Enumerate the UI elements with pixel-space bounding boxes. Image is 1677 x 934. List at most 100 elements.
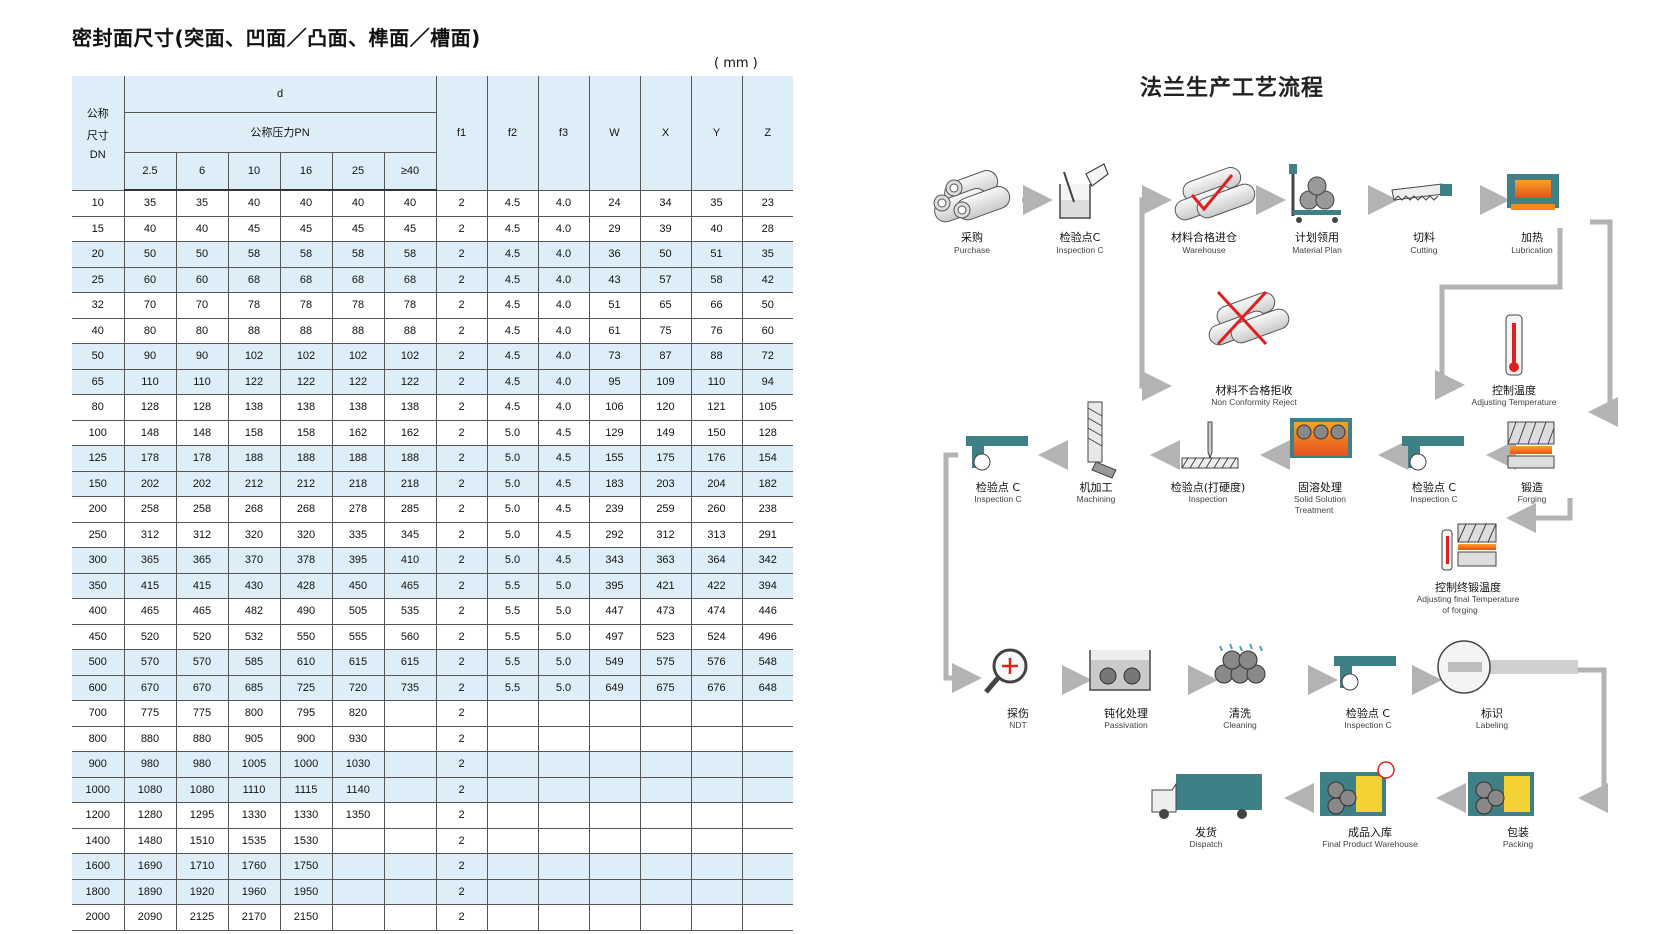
table-cell: 2 [436, 394, 488, 421]
table-cell: 4.5 [487, 343, 539, 370]
table-cell [640, 700, 692, 727]
table-cell: 45 [384, 216, 437, 242]
caliper-icon [1402, 436, 1464, 471]
table-cell: 102 [228, 343, 281, 370]
table-cell [589, 853, 641, 880]
table-cell: 482 [228, 598, 281, 625]
table-cell: 4.5 [538, 420, 590, 446]
table-cell [384, 904, 437, 931]
table-cell: 88 [332, 318, 385, 344]
table-cell: 800 [228, 700, 281, 727]
svg-text:计划领用: 计划领用 [1295, 231, 1339, 244]
table-cell: 162 [332, 420, 385, 446]
table-cell: 4.0 [538, 292, 590, 319]
table-cell: 905 [228, 726, 281, 752]
svg-text:Warehouse: Warehouse [1182, 245, 1225, 255]
table-cell: 2 [436, 649, 488, 676]
table-cell: 78 [280, 292, 333, 319]
table-cell [589, 700, 641, 727]
svg-text:检验点 C: 检验点 C [1346, 706, 1390, 720]
table-cell: 550 [280, 624, 333, 650]
table-cell: 70 [124, 292, 177, 319]
table-cell: 58 [280, 241, 333, 268]
table-cell: 76 [691, 318, 743, 344]
table-cell: 72 [742, 343, 793, 370]
table-cell: 490 [280, 598, 333, 625]
table-cell: 2 [436, 445, 488, 472]
dn-cell: 400 [72, 598, 125, 625]
trolley-icon [1289, 164, 1341, 223]
table-cell: 428 [280, 573, 333, 599]
table-cell: 447 [589, 598, 641, 625]
table-cell: 188 [228, 445, 281, 472]
table-cell [487, 828, 539, 854]
step-solid-solution: 固溶处理 Solid Solution Treatment [1294, 480, 1346, 515]
table-cell: 5.5 [487, 675, 539, 701]
table-cell: 106 [589, 394, 641, 421]
table-cell: 42 [742, 267, 793, 293]
step-inspection-c-1: 检验点C Inspection C [1056, 230, 1103, 255]
table-cell: 2 [436, 420, 488, 446]
table-cell: 364 [691, 547, 743, 574]
table-cell: 1750 [280, 853, 333, 880]
table-cell [640, 777, 692, 803]
step-final-temperature: 控制终锻温度 Adjusting final Temperature of fo… [1417, 580, 1520, 615]
table-cell: 268 [280, 496, 333, 523]
table-cell: 102 [384, 343, 437, 370]
dn-cell: 40 [72, 318, 125, 344]
table-cell: 312 [124, 522, 177, 548]
svg-text:钝化处理: 钝化处理 [1104, 706, 1148, 720]
table-cell: 2 [436, 522, 488, 548]
table-cell [742, 828, 793, 854]
table-cell: 2 [436, 828, 488, 854]
table-cell: 182 [742, 471, 793, 497]
table-cell: 415 [124, 573, 177, 599]
table-cell: 670 [124, 675, 177, 701]
dn-cell: 80 [72, 394, 125, 421]
table-cell [742, 879, 793, 905]
warehouse-box-icon [1320, 761, 1395, 816]
table-cell: 50 [742, 292, 793, 319]
table-cell: 5.0 [538, 624, 590, 650]
dn-cell: 25 [72, 267, 125, 293]
arrow [1506, 498, 1573, 533]
table-cell [487, 777, 539, 803]
table-cell [487, 700, 539, 727]
furnace-icon [1290, 418, 1352, 458]
table-cell: 4.5 [487, 190, 539, 217]
table-cell: 51 [589, 292, 641, 319]
dn-cell: 50 [72, 343, 125, 370]
table-cell [691, 777, 743, 803]
table-cell: 176 [691, 445, 743, 472]
table-cell [589, 777, 641, 803]
table-cell: 58 [384, 241, 437, 268]
table-cell: 102 [280, 343, 333, 370]
table-cell: 1510 [176, 828, 229, 854]
table-cell: 45 [280, 216, 333, 242]
table-cell: 615 [384, 649, 437, 676]
table-cell: 610 [280, 649, 333, 676]
y-header: Y [691, 76, 743, 191]
step-labeling: 标识 Labeling [1476, 706, 1508, 730]
table-cell: 212 [280, 471, 333, 497]
table-cell: 2 [436, 267, 488, 293]
table-cell [742, 904, 793, 931]
table-cell: 1330 [280, 802, 333, 829]
process-flow-diagram: 采购 Purchase 检验点C Inspection C 材料合格进仓 War… [933, 163, 1618, 849]
table-cell [487, 879, 539, 905]
svg-text:Passivation: Passivation [1104, 720, 1148, 730]
table-cell: 5.0 [538, 649, 590, 676]
table-cell: 415 [176, 573, 229, 599]
table-cell: 36 [589, 241, 641, 268]
table-cell: 1115 [280, 777, 333, 803]
table-cell: 4.5 [538, 522, 590, 548]
table-cell: 4.0 [538, 394, 590, 421]
